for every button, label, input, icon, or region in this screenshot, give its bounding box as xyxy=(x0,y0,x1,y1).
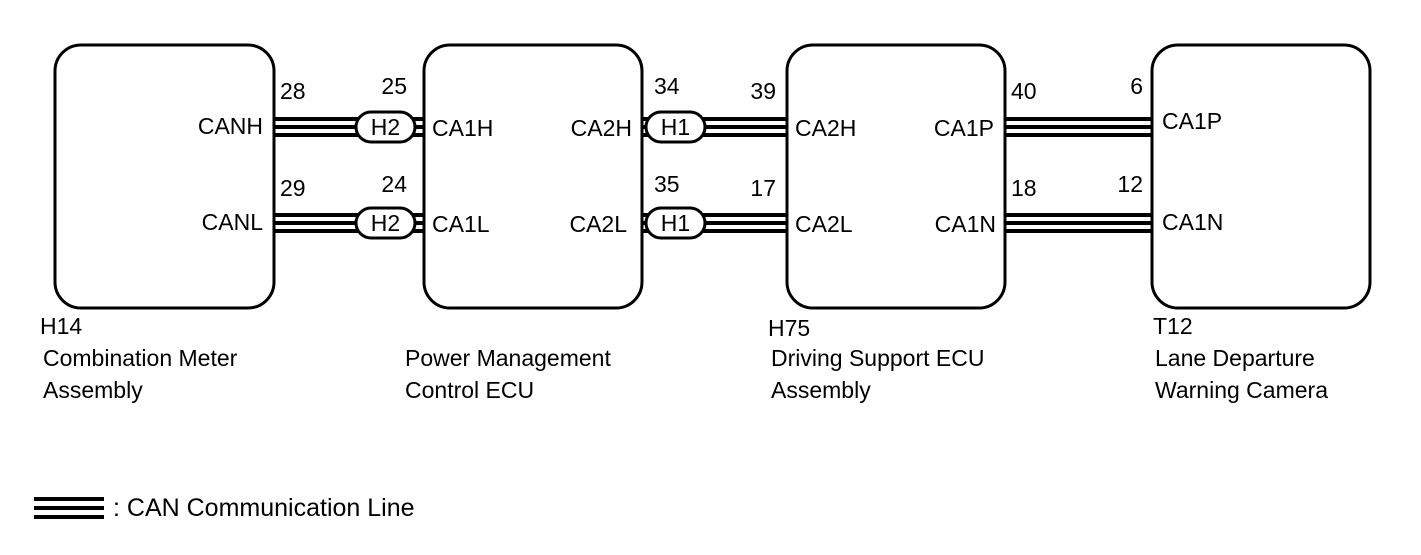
ecu-box-driving-support xyxy=(785,43,1007,310)
ecu-name-line: Assembly xyxy=(43,377,143,403)
legend-can-line-symbol xyxy=(34,497,104,519)
ecu-box-lane-departure-camera xyxy=(1150,43,1372,310)
can-line-ca1p xyxy=(1005,117,1152,137)
port-label: CA1P xyxy=(934,115,994,141)
port-label: CA1P xyxy=(1162,108,1222,134)
ecu-name-line: Assembly xyxy=(771,377,871,403)
pin-number: 25 xyxy=(381,73,407,99)
pin-number: 28 xyxy=(280,78,306,104)
pin-number: 39 xyxy=(750,78,776,104)
ecu-name-line: Warning Camera xyxy=(1155,377,1328,403)
svg-text:H1: H1 xyxy=(661,210,690,236)
pin-number: 6 xyxy=(1130,73,1143,99)
can-line-ca1n xyxy=(1005,213,1152,233)
pin-number: 12 xyxy=(1117,171,1143,197)
connector-h1-lower: H1 xyxy=(644,206,707,240)
ecu-box-combination-meter xyxy=(53,43,276,310)
ecu-name-line: Lane Departure xyxy=(1155,345,1315,371)
svg-text:H2: H2 xyxy=(371,210,400,236)
pin-number: 17 xyxy=(750,175,776,201)
port-label: CA2L xyxy=(795,211,853,237)
port-label: CA1N xyxy=(1162,209,1223,235)
svg-text:H2: H2 xyxy=(371,114,400,140)
ecu-name-line: Power Management xyxy=(405,345,611,371)
svg-text:H1: H1 xyxy=(661,114,690,140)
port-label: CA2L xyxy=(569,211,627,237)
ecu-code: H75 xyxy=(768,315,810,341)
connector-h1-upper: H1 xyxy=(644,110,707,144)
ecu-name-line: Control ECU xyxy=(405,377,534,403)
port-label: CA2H xyxy=(571,115,632,141)
port-label: CANH xyxy=(198,113,263,139)
port-label: CA1N xyxy=(935,211,996,237)
pin-number: 34 xyxy=(654,73,680,99)
ecu-name-line: Driving Support ECU xyxy=(771,345,984,371)
port-label: CA2H xyxy=(795,115,856,141)
ecu-box-power-management xyxy=(422,43,644,310)
ecu-code: T12 xyxy=(1153,313,1193,339)
pin-number: 29 xyxy=(280,175,306,201)
pin-number: 35 xyxy=(654,171,680,197)
pin-number: 24 xyxy=(381,171,407,197)
ecu-name-line: Combination Meter xyxy=(43,345,238,371)
legend-text: : CAN Communication Line xyxy=(113,494,415,522)
pin-number: 18 xyxy=(1011,175,1037,201)
ecu-code: H14 xyxy=(40,313,82,339)
port-label: CA1L xyxy=(432,211,490,237)
port-label: CANL xyxy=(202,209,264,235)
pin-number: 40 xyxy=(1011,78,1037,104)
connector-h2-upper: H2 xyxy=(354,110,417,144)
port-label: CA1H xyxy=(432,115,493,141)
connector-h2-lower: H2 xyxy=(354,206,417,240)
